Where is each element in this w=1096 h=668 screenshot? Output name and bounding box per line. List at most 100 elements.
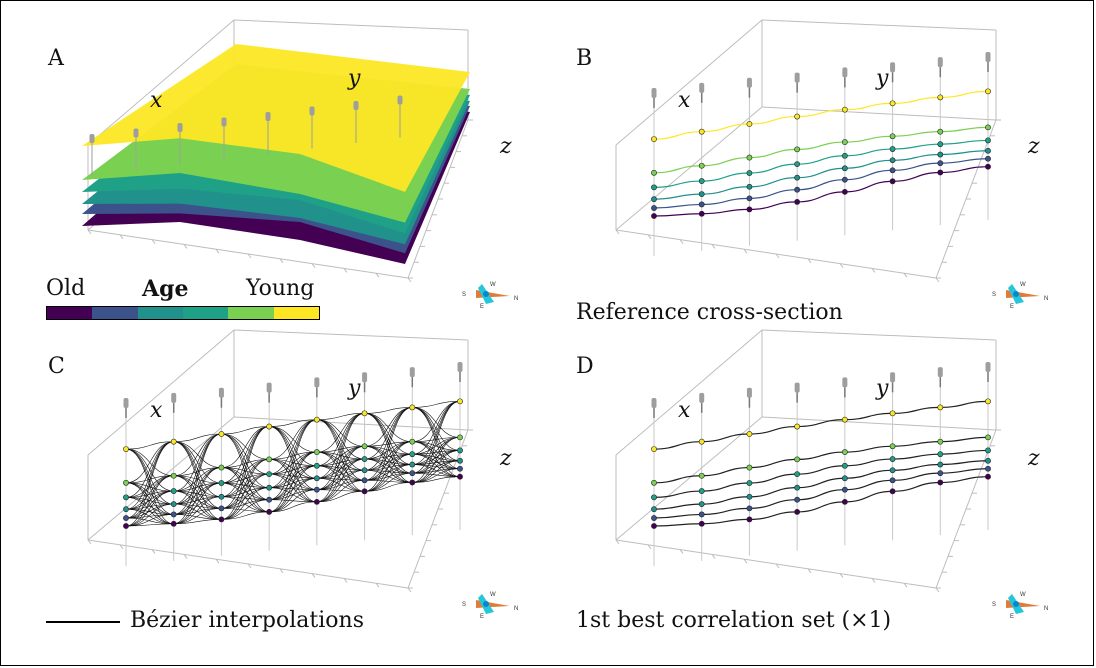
panel-b-horizon-point bbox=[985, 147, 991, 154]
panel-d-horizon-point bbox=[698, 520, 705, 527]
panel-c-box-tick bbox=[215, 558, 220, 564]
panel-b-horizon-line bbox=[653, 90, 989, 140]
panel-b-horizon-point bbox=[841, 106, 848, 113]
panel-c-bezier-curve bbox=[364, 413, 413, 455]
panel-c-bezier-curve bbox=[364, 407, 413, 414]
panel-c-bezier-curve bbox=[173, 433, 222, 442]
panel-c-bezier-curve bbox=[269, 426, 317, 479]
panel-d-box-tick bbox=[871, 578, 876, 583]
panel-c-box-edge bbox=[233, 329, 469, 341]
panel-label-a: A bbox=[48, 46, 64, 71]
panel-a-well-marker bbox=[177, 123, 183, 132]
panel-a-box-tick bbox=[375, 272, 380, 278]
panel-d-horizon-point bbox=[841, 486, 848, 493]
panel-a-box-tick bbox=[183, 244, 188, 249]
panel-b-horizon-point bbox=[651, 136, 657, 142]
panel-d-horizon-point bbox=[746, 480, 753, 486]
panel-b-horizon-point bbox=[794, 161, 801, 168]
panel-c-bezier-curve bbox=[269, 459, 317, 503]
panel-c-bezier-curve bbox=[316, 419, 365, 481]
panel-c-bezier-curve bbox=[173, 467, 222, 525]
panel-d-horizon-point bbox=[651, 446, 657, 452]
panel-d-box-edge bbox=[615, 329, 763, 456]
panel-a-compass-letter: E bbox=[480, 304, 484, 310]
panel-a-well-marker bbox=[353, 101, 359, 110]
panel-d-horizon-point bbox=[746, 505, 753, 512]
panel-c-bezier-curve bbox=[125, 448, 174, 492]
panel-d-horizon-point bbox=[746, 431, 753, 437]
panel-c-horizon-point bbox=[361, 443, 368, 450]
panel-b-horizon-point bbox=[937, 169, 944, 176]
panel-c-bezier-curve bbox=[173, 467, 222, 477]
panel-c-bezier-curve bbox=[125, 482, 174, 515]
panel-b-horizon-point bbox=[841, 165, 848, 172]
panel-a-age-surface bbox=[82, 44, 470, 192]
panel-c-bezier-curve bbox=[364, 407, 413, 492]
panel-d-horizon-point bbox=[698, 488, 705, 494]
panel-b-horizon-point bbox=[698, 178, 705, 184]
panel-d-horizon-point bbox=[651, 506, 657, 513]
panel-b-horizon-point bbox=[889, 178, 896, 185]
panel-c-bezier-curve bbox=[221, 426, 270, 484]
panel-b-horizon-point bbox=[698, 201, 705, 208]
panel-c-box-edge bbox=[233, 416, 469, 431]
panel-c-horizon-point bbox=[266, 508, 273, 515]
panel-c-horizon-point bbox=[457, 434, 463, 441]
panel-c-horizon-point bbox=[361, 488, 368, 495]
panel-d-horizon-point bbox=[794, 456, 801, 463]
panel-d-box-tick bbox=[807, 568, 812, 574]
panel-d-horizon-point bbox=[985, 434, 991, 441]
panel-c-bezier-curve bbox=[316, 413, 365, 490]
panel-b-box-edge bbox=[615, 19, 763, 146]
axis-label-x-d: x bbox=[678, 398, 691, 423]
panel-a-box-tick bbox=[247, 253, 252, 259]
panel-d-horizon-line bbox=[653, 476, 989, 527]
panel-c-bezier-curve bbox=[173, 482, 222, 515]
panel-d-horizon-point bbox=[841, 462, 848, 469]
panel-c-bezier-curve bbox=[221, 467, 270, 500]
panel-d-horizon-point bbox=[841, 475, 848, 482]
panel-c-horizon-point bbox=[218, 431, 225, 437]
panel-c-horizon-point bbox=[266, 423, 273, 430]
panel-c-horizon-point bbox=[313, 498, 320, 505]
panel-d-compass-hub bbox=[1013, 601, 1019, 607]
panel-d-horizon-point bbox=[985, 447, 991, 454]
panel-c-horizon-point bbox=[266, 496, 273, 503]
panel-b-well-marker bbox=[651, 88, 657, 98]
panel-b-horizon-point bbox=[937, 160, 944, 167]
panel-c-horizon-point bbox=[218, 505, 225, 512]
panel-c-bezier-curve bbox=[125, 441, 174, 519]
panel-c-bezier-curve bbox=[269, 459, 317, 490]
panel-c-well-marker bbox=[266, 382, 272, 393]
panel-d-horizon-point bbox=[937, 470, 944, 477]
panel-a-box-tick bbox=[151, 239, 156, 244]
panel-c-bezier-curve bbox=[412, 401, 461, 465]
legend-young-label: Young bbox=[246, 276, 315, 301]
panel-c-bezier-curve bbox=[221, 459, 270, 498]
panel-c-horizon-point bbox=[266, 456, 273, 463]
panel-c-horizon-point bbox=[457, 447, 463, 454]
panel-c-horizon-point bbox=[313, 416, 320, 423]
axis-label-x-c: x bbox=[150, 398, 163, 423]
panel-d-box-tick bbox=[935, 587, 940, 593]
panel-c-horizon-point bbox=[170, 438, 177, 445]
panel-c-bezier-curve bbox=[269, 419, 317, 488]
panel-b-horizon-point bbox=[985, 124, 991, 131]
panel-c-bezier-curve bbox=[173, 475, 222, 509]
panel-d-horizon-point bbox=[794, 423, 801, 430]
panel-c-horizon-point bbox=[361, 456, 368, 462]
panel-c-bezier-curve bbox=[269, 426, 317, 490]
caption-reference-cross-section: Reference cross-section bbox=[576, 300, 843, 325]
panel-c-bezier-curve bbox=[412, 437, 461, 442]
panel-c-bezier-curve bbox=[364, 445, 413, 455]
panel-b-horizon-point bbox=[651, 213, 657, 219]
panel-c-bezier-curve bbox=[364, 413, 413, 483]
colorbar-swatch bbox=[273, 307, 319, 319]
panel-b-horizon-point bbox=[794, 186, 801, 193]
panel-c-bezier-curve bbox=[221, 459, 270, 484]
panel-b-horizon-point bbox=[698, 210, 705, 217]
panel-d-horizon-point bbox=[937, 404, 944, 411]
panel-c-bezier-curve bbox=[269, 419, 317, 513]
panel-c-bezier-curve bbox=[316, 469, 365, 503]
